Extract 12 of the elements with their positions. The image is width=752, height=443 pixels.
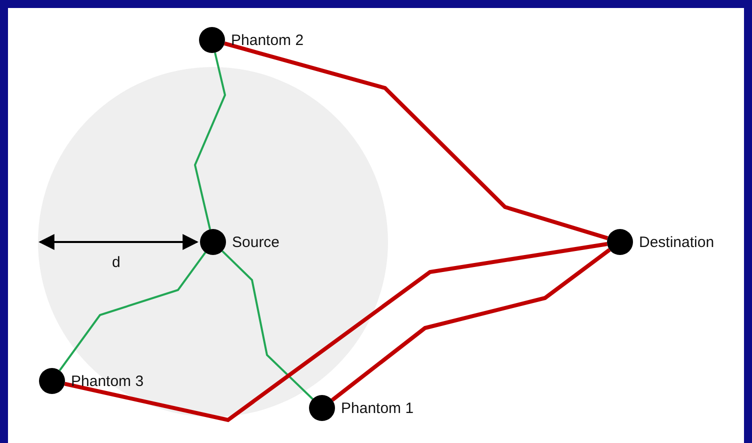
node-label: Phantom 2: [231, 32, 304, 48]
node-label: Source: [232, 234, 280, 250]
connector-line: [222, 250, 314, 400]
node-label: Phantom 1: [341, 400, 414, 416]
connector-line: [331, 248, 611, 402]
dimension-label: d: [112, 254, 120, 271]
connector-line: [64, 242, 608, 422]
connector-line: [58, 252, 206, 372]
node-label: Phantom 3: [71, 372, 144, 390]
connector-line: [224, 42, 608, 240]
node-label: Destination: [639, 234, 714, 250]
connector-line: [194, 52, 226, 230]
